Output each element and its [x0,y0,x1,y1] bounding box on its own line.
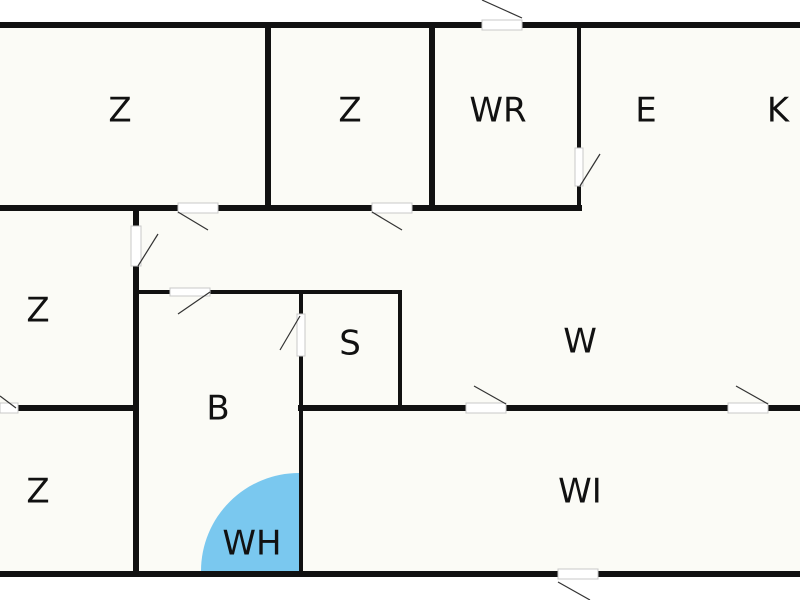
room-label-k: K [767,91,791,131]
door-z3-swing [137,233,159,267]
door-wi-left-swing [473,385,507,405]
door-z3 [130,225,142,267]
room-label-z3: Z [26,291,49,331]
door-z2 [371,202,413,214]
room-label-b: B [206,389,229,429]
window-top-swing [481,0,523,19]
door-wr-swing [579,153,601,187]
room-labels: Z Z WR E K Z S W B Z WH WI [26,91,791,564]
room-label-s: S [339,324,361,364]
room-label-wh: WH [222,524,281,564]
room-label-z4: Z [26,472,49,512]
door-b-swing [177,291,211,315]
door-wi-right [727,402,769,414]
interior-walls [0,25,800,577]
door-s [296,313,306,357]
room-label-z2: Z [338,91,361,131]
door-wr [574,147,584,187]
exterior-walls [0,22,800,577]
door-z1-swing [177,211,209,231]
room-label-w: W [563,322,597,362]
room-label-e: E [635,91,656,131]
window-top [481,19,523,31]
room-label-z1: Z [108,91,131,131]
window-bottom-swing [557,581,591,600]
door-b [169,287,211,297]
door-z4-swing [0,395,17,409]
water-heater-fixture [201,473,299,571]
door-wi-left [465,402,507,414]
door-z1 [177,202,219,214]
room-label-wi: WI [558,472,602,512]
window-bottom [557,568,599,580]
room-label-wr: WR [469,91,526,131]
door-wi-right-swing [735,385,769,405]
openings [0,0,769,600]
door-z2-swing [371,211,403,231]
door-s-swing [279,315,301,351]
